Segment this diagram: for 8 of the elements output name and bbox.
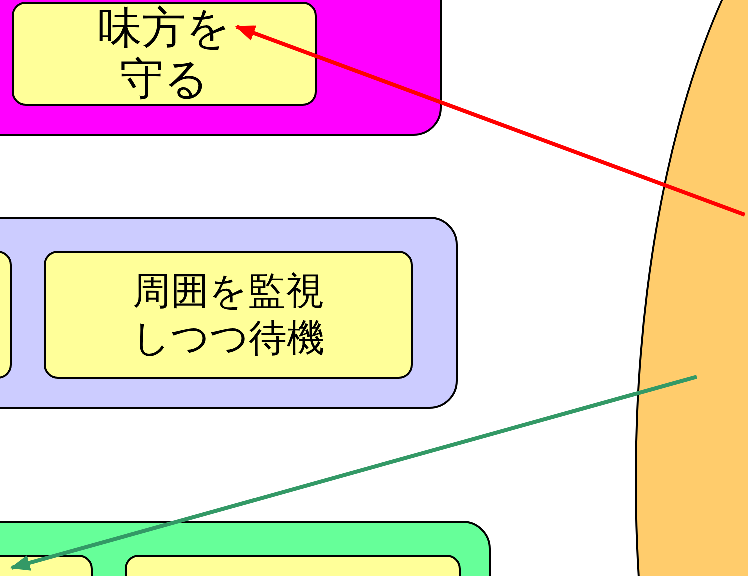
arrow bbox=[235, 25, 746, 217]
group-band bbox=[0, 0, 442, 136]
arrow bbox=[10, 375, 698, 571]
box-label: 味方を守る bbox=[96, 2, 232, 106]
group-band bbox=[0, 217, 458, 409]
text-box bbox=[44, 251, 413, 379]
text-box bbox=[12, 2, 317, 106]
box-label: 周囲を監視しつつ待機 bbox=[131, 268, 326, 362]
